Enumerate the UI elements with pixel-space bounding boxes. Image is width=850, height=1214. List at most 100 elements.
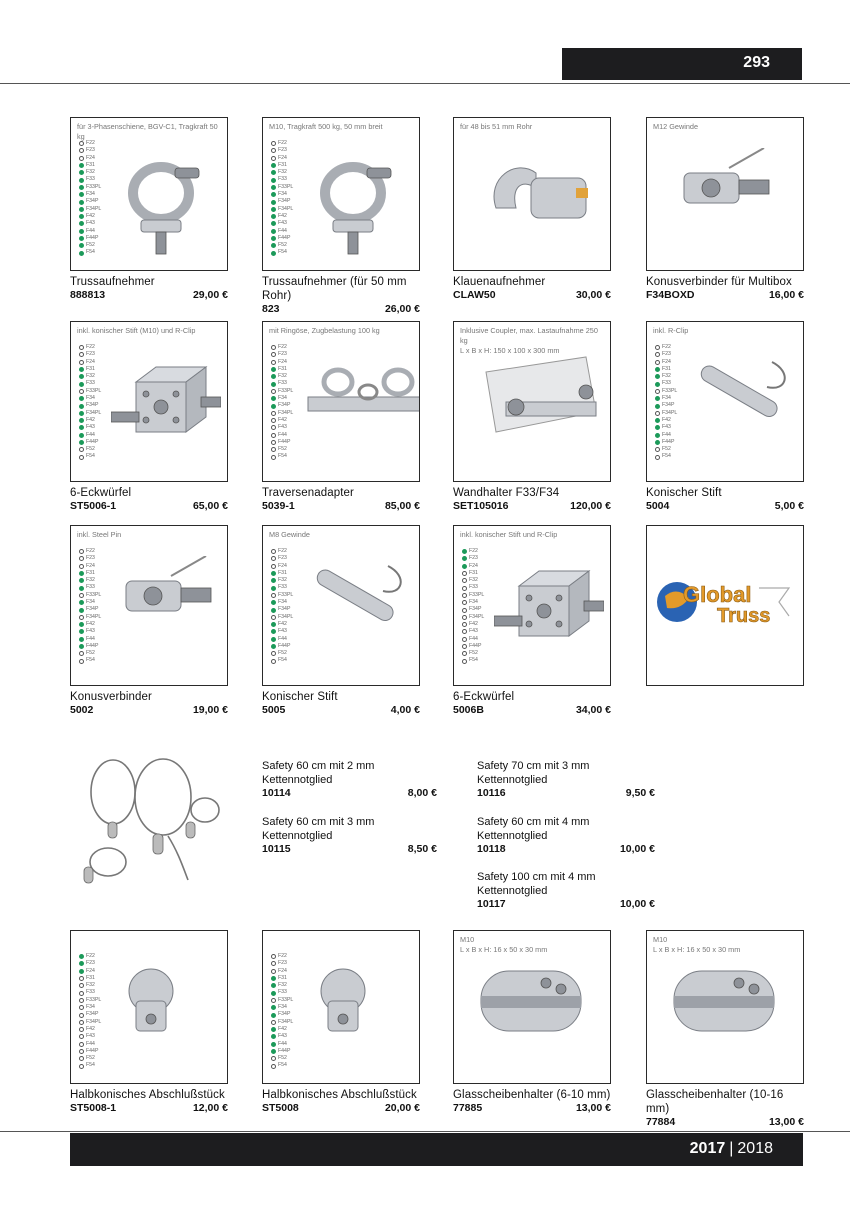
truss-compat-item: F31 — [271, 162, 293, 169]
compat-empty-icon — [79, 141, 84, 147]
truss-compat-label: F34PL — [278, 613, 294, 620]
product-image — [669, 961, 779, 1046]
truss-compat-item: F33 — [271, 989, 293, 996]
compat-filled-icon — [79, 170, 84, 176]
compat-filled-icon — [79, 636, 84, 642]
product-note: für 3-Phasenschiene, BGV-C1, Tragkraft 5… — [77, 122, 218, 141]
compat-filled-icon — [79, 961, 84, 967]
truss-compat-label: F33 — [278, 584, 287, 591]
truss-compat-label: F23 — [86, 147, 95, 154]
truss-compat-label: F44 — [86, 227, 95, 234]
truss-compat-item: F34P — [271, 198, 293, 205]
truss-compat-item: F34P — [271, 606, 293, 613]
safety-code: 10117 — [477, 898, 506, 910]
compat-empty-icon — [271, 651, 276, 657]
compat-filled-icon — [271, 403, 276, 409]
product-code: 77885 — [453, 1102, 483, 1114]
safety-code: 10114 — [262, 787, 291, 799]
truss-compat-item: F31 — [271, 366, 293, 373]
truss-compat-item: F34 — [79, 395, 101, 402]
truss-compat-label: F32 — [86, 169, 95, 176]
truss-compat-label: F43 — [86, 1033, 95, 1040]
truss-compat-item: F33PL — [79, 388, 101, 395]
truss-compat-item: F34P — [79, 198, 101, 205]
truss-compat-label: F32 — [278, 577, 287, 584]
truss-compat-item: F33PL — [79, 592, 101, 599]
compat-filled-icon — [271, 199, 276, 205]
safety-item-10116: Safety 70 cm mit 3 mm Kettennotglied 101… — [477, 759, 655, 800]
compat-empty-icon — [462, 629, 467, 635]
truss-compat-label: F22 — [278, 548, 287, 554]
truss-compat-item: F54 — [79, 657, 101, 664]
compat-empty-icon — [462, 658, 467, 664]
footer-year: 2017|2018 — [690, 1140, 773, 1158]
product-name: Glasscheibenhalter (6-10 mm) — [453, 1089, 611, 1101]
truss-compat-item: F34 — [271, 599, 293, 606]
truss-compat-item: F42 — [271, 213, 293, 220]
truss-compat-label: F24 — [278, 967, 287, 974]
compat-filled-icon — [271, 1034, 276, 1040]
truss-compat-label: F33PL — [278, 996, 294, 1003]
compat-empty-icon — [79, 1063, 84, 1069]
compat-empty-icon — [271, 614, 276, 620]
truss-compat-item: F23 — [462, 555, 484, 562]
truss-compat-label: F33PL — [86, 387, 102, 394]
truss-compat-item: F22 — [271, 548, 293, 555]
truss-compat-label: F34 — [278, 1004, 287, 1011]
product-price: 5,00 € — [774, 500, 804, 512]
compat-empty-icon — [79, 148, 84, 154]
truss-compat-label: F42 — [86, 1025, 95, 1032]
truss-compat-item: F34 — [271, 191, 293, 198]
truss-compat-item: F52 — [462, 650, 484, 657]
truss-compat-label: F31 — [469, 569, 478, 576]
compat-filled-icon — [79, 403, 84, 409]
product-code: F34BOXD — [646, 289, 695, 301]
truss-compat-label: F44P — [278, 642, 291, 649]
compat-filled-icon — [271, 644, 276, 649]
compat-empty-icon — [79, 997, 84, 1003]
product-price: 29,00 € — [192, 289, 228, 301]
footer-year-secondary: 2018 — [737, 1140, 773, 1157]
compat-filled-icon — [79, 214, 84, 220]
product-image — [111, 148, 211, 263]
product-code: ST5008-1 — [70, 1102, 117, 1114]
product-code: 5039-1 — [262, 500, 295, 512]
truss-compat-item: F54 — [271, 249, 293, 256]
compat-filled-icon — [655, 367, 660, 373]
product-name: Wandhalter F33/F34 — [453, 487, 560, 499]
compat-filled-icon — [271, 177, 276, 183]
truss-compat-label: F34PL — [662, 409, 678, 416]
compat-filled-icon — [655, 381, 660, 387]
truss-compat-label: F23 — [86, 960, 95, 967]
truss-compat-label: F23 — [86, 555, 95, 562]
compat-empty-icon — [79, 658, 84, 664]
truss-compat-item: F34PL — [79, 1019, 101, 1026]
product-code: 5006B — [453, 704, 484, 716]
product-price: 85,00 € — [384, 500, 420, 512]
compat-filled-icon — [79, 381, 84, 387]
truss-compat-item: F24 — [655, 359, 677, 366]
compat-filled-icon — [79, 236, 84, 241]
compat-empty-icon — [271, 549, 276, 555]
compat-filled-icon — [79, 410, 84, 416]
truss-compat-item: F54 — [79, 249, 101, 256]
truss-compat-item: F44 — [79, 636, 101, 643]
truss-compat-label: F24 — [86, 967, 95, 974]
truss-compat-item: F33PL — [79, 184, 101, 191]
product-name: Konischer Stift — [262, 691, 338, 703]
compat-empty-icon — [271, 388, 276, 394]
compat-empty-icon — [271, 997, 276, 1003]
truss-compat-item: F43 — [79, 1033, 101, 1040]
compat-empty-icon — [462, 614, 467, 620]
product-name: Konischer Stift — [646, 487, 722, 499]
truss-compat-label: F22 — [278, 344, 287, 350]
footer-separator: | — [729, 1140, 734, 1157]
product-image — [303, 556, 413, 671]
compat-empty-icon — [79, 454, 84, 460]
truss-compat-label: F23 — [278, 351, 287, 358]
